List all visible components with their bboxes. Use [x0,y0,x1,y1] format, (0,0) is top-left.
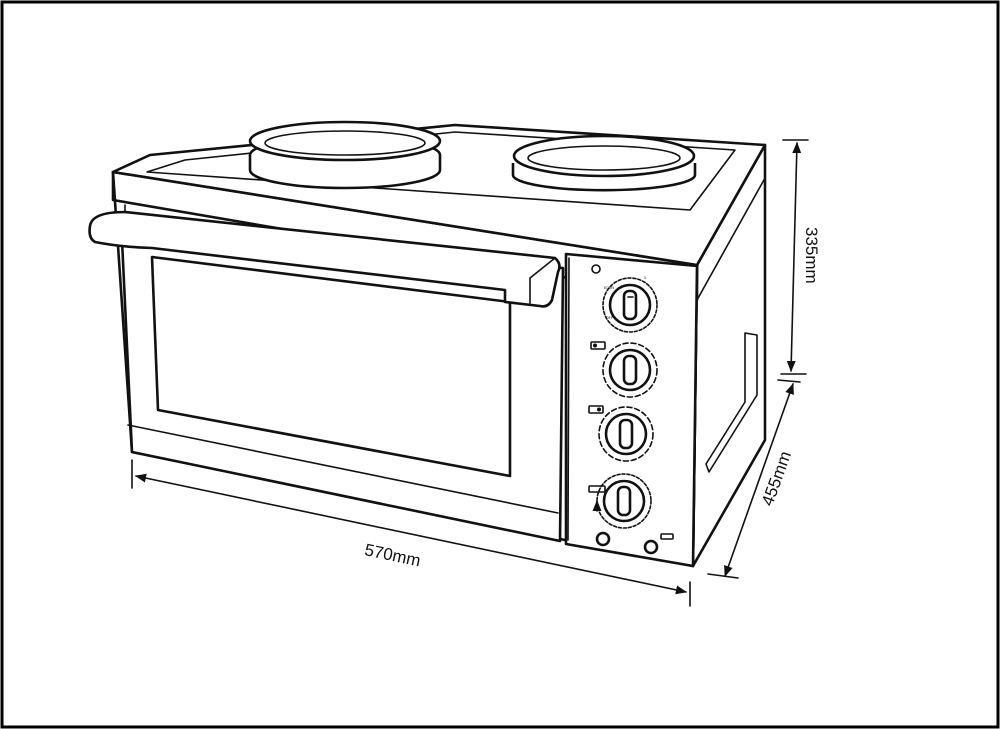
mini-oven: ECON 3 OFF [88,120,767,568]
hotplate-left-indicator-icon [590,341,606,350]
depth-label: 455mm [758,449,795,509]
hotplate-right-knob[interactable] [598,406,654,462]
svg-text:OFF: OFF [606,316,613,320]
height-dimension: 335mm [780,139,821,375]
hot-plate-left [248,120,442,190]
svg-text:ECON: ECON [604,286,614,290]
hotplate-right-indicator-icon [588,405,604,414]
svg-text:3: 3 [644,276,646,280]
function-knob[interactable]: ECON 3 OFF [602,276,658,333]
hotplate-left-knob[interactable] [602,342,658,398]
height-label: 335mm [802,227,821,284]
width-label: 570mm [363,540,422,570]
timer-icon [591,264,601,274]
hot-plate-right [511,134,697,192]
